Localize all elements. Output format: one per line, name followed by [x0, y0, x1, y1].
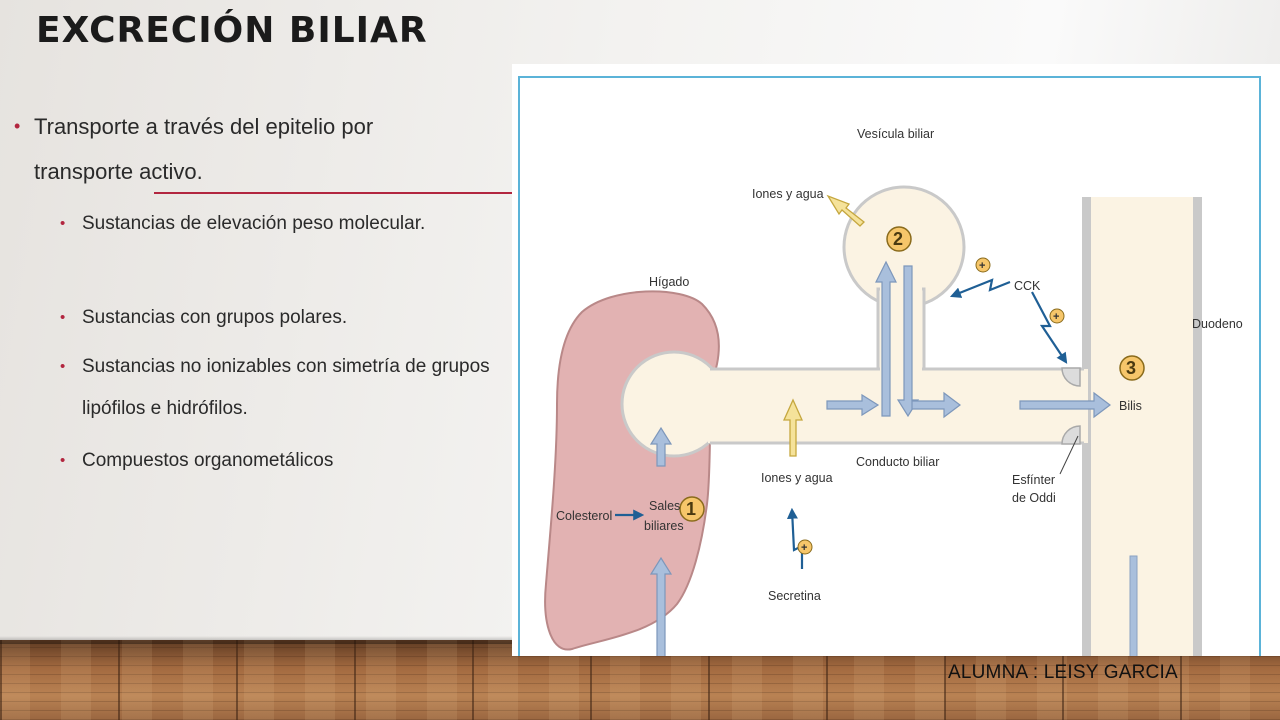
arrow-ions-water-out: [826, 194, 865, 227]
subbullet-3: Sustancias no ionizables con simetría de…: [60, 346, 502, 430]
label-duodeno: Duodeno: [1192, 317, 1243, 331]
step-marker-1: 1: [686, 499, 696, 519]
plus-sign-cck: +: [979, 260, 985, 272]
step-marker-3: 3: [1126, 358, 1136, 378]
label-sales: Sales: [649, 499, 680, 513]
bile-excretion-diagram: + + + 1 2 3 Vesícula biliar Iones y agua: [512, 64, 1280, 656]
label-vesicula-biliar: Vesícula biliar: [857, 127, 934, 141]
plus-badges: + + +: [797, 257, 1065, 555]
plus-sign-secretina: +: [801, 542, 807, 554]
author-credit: ALUMNA : LEISY GARCIA: [948, 662, 1178, 683]
label-cck: CCK: [1014, 279, 1041, 293]
step-markers: 1 2 3: [679, 226, 1145, 522]
hormone-signal-arrows: [615, 278, 1068, 569]
label-secretina: Secretina: [768, 589, 821, 603]
diagram-labels: Vesícula biliar Iones y agua Hígado CCK …: [556, 127, 1243, 603]
label-biliares: biliares: [644, 519, 684, 533]
bile-flow-arrows: [649, 260, 1111, 656]
label-colesterol: Colesterol: [556, 509, 612, 523]
label-bilis: Bilis: [1119, 399, 1142, 413]
label-conducto-biliar: Conducto biliar: [856, 455, 939, 469]
subbullet-4: Compuestos organometálicos: [60, 440, 502, 482]
arrow-to-duodenum: [1019, 391, 1111, 419]
subbullet-2: Sustancias con grupos polares.: [60, 297, 502, 339]
duodenum: [1082, 197, 1202, 656]
secretina-signal: [786, 507, 804, 569]
arrow-duct-mid: [911, 391, 961, 419]
ion-water-arrows: [782, 194, 865, 457]
slide-title: EXCRECIÓN BILIAR: [36, 10, 428, 51]
arrow-duct-left: [826, 393, 880, 417]
bullet-main: Transporte a través del epitelio por tra…: [14, 104, 474, 194]
label-esfinter: Esfínter: [1012, 473, 1055, 487]
step-marker-2: 2: [893, 229, 903, 249]
label-de-oddi: de Oddi: [1012, 491, 1056, 505]
plus-sign-sphincter: +: [1053, 311, 1059, 323]
label-iones-agua-bottom: Iones y agua: [761, 471, 833, 485]
arrow-ions-water-in: [782, 398, 804, 457]
label-higado: Hígado: [649, 275, 689, 289]
cck-gallbladder-signal: [949, 278, 1011, 298]
sphincter-of-oddi: [1061, 367, 1081, 445]
sphincter-leader-line: [1059, 435, 1079, 475]
figure-frame: [518, 76, 1261, 656]
cck-sphincter-signal: [1031, 291, 1068, 364]
arrow-from-blood: [649, 556, 673, 656]
arrow-salts-up: [649, 426, 673, 467]
arrow-to-gallbladder: [875, 260, 897, 417]
subbullet-1: Sustancias de elevación peso molecular.: [60, 203, 502, 245]
liver: [544, 290, 720, 651]
label-iones-agua-top: Iones y agua: [752, 187, 824, 201]
